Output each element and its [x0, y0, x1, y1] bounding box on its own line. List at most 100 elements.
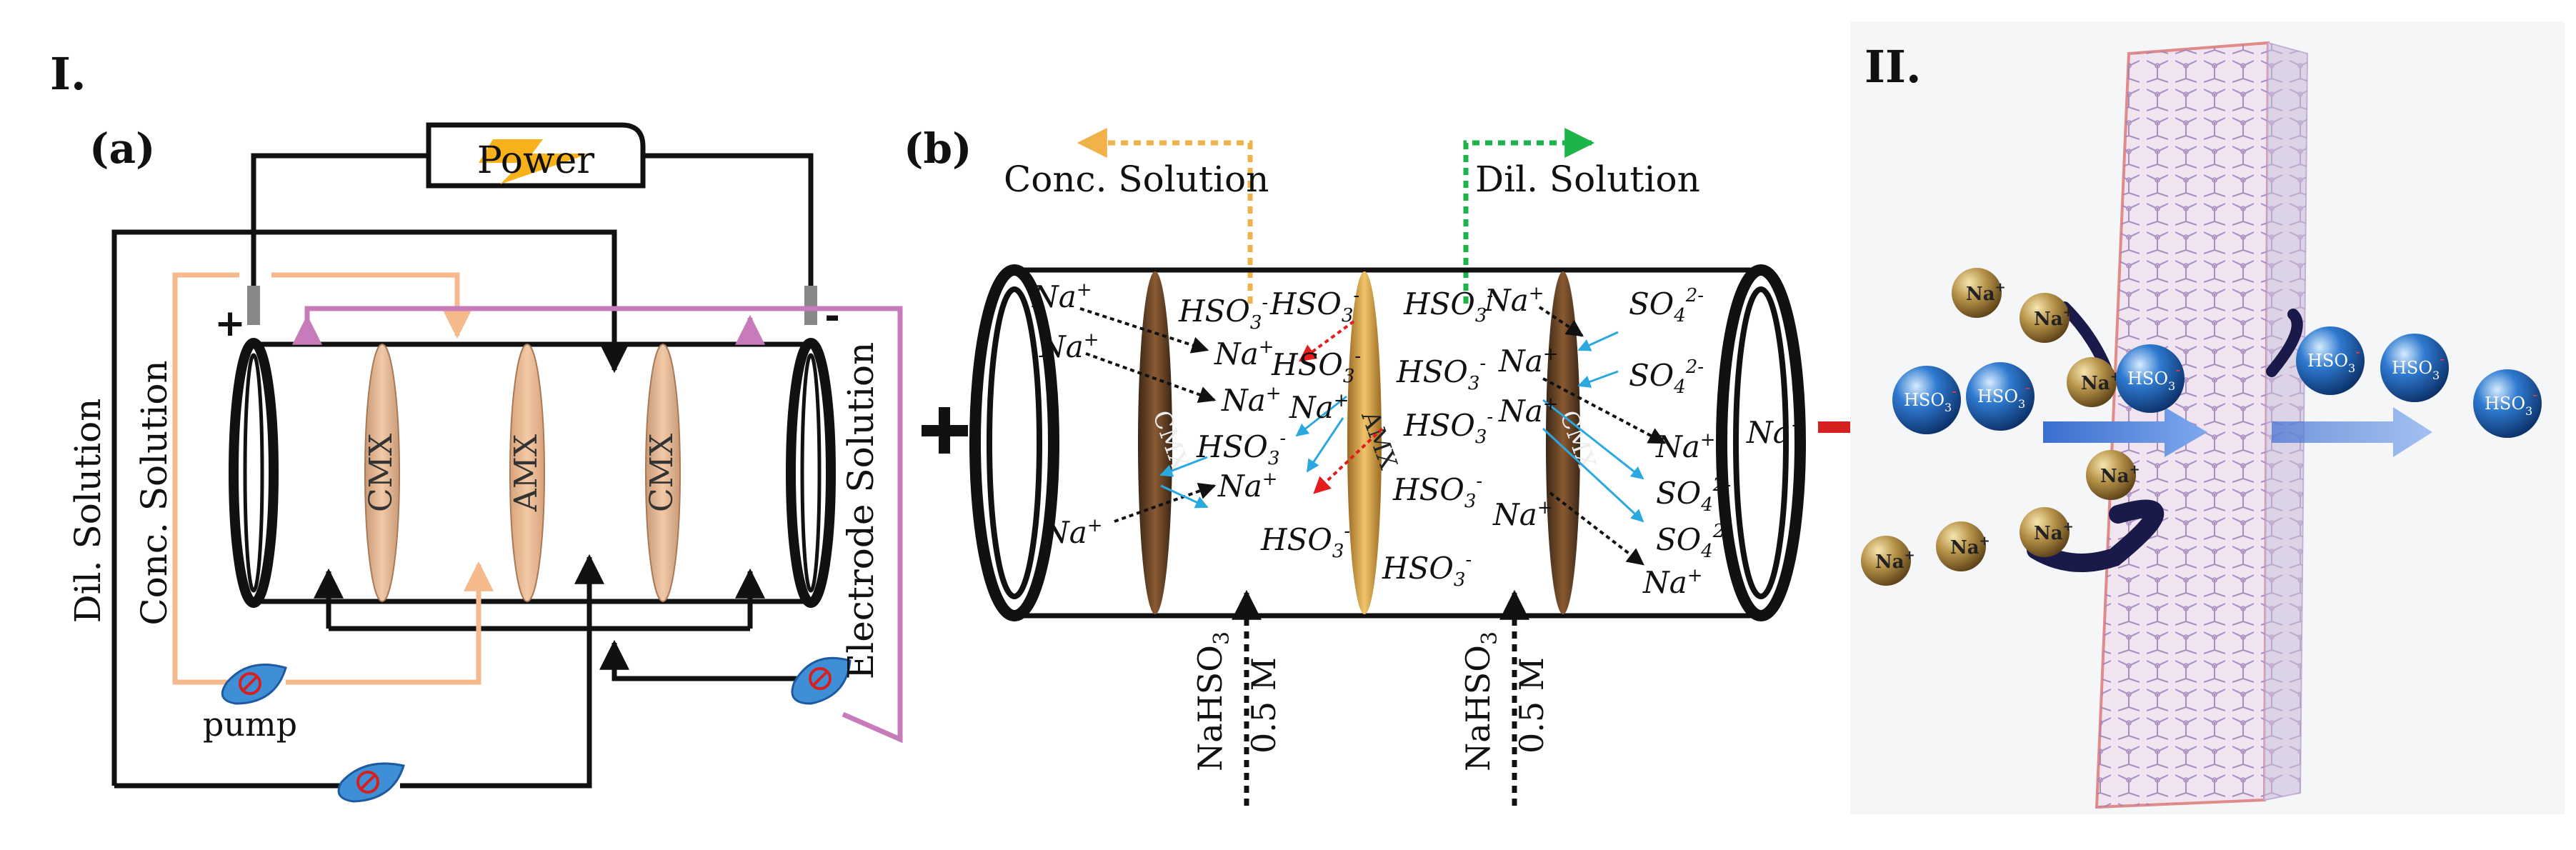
pump-electrode [791, 656, 852, 705]
subpanel-a: (a) Power + - CMX AMX [67, 122, 903, 803]
hso3-ball: HSO3- [2296, 326, 2365, 395]
subpanel-b: (b) Conc. Solution Dil. Solution CMX AMX… [904, 124, 1854, 806]
ed-cell [229, 338, 836, 608]
transport-arrow-out [2272, 407, 2432, 457]
ion-na: Na+ [1642, 565, 1703, 600]
dil-loop-in [400, 554, 604, 789]
na-ball: Na+ [2020, 507, 2074, 557]
pump-conc [221, 664, 287, 705]
svg-text:HSO3-: HSO3- [1904, 382, 1957, 414]
ion-na: Na+ [1039, 329, 1099, 364]
membrane-cmx-1: CMX [363, 344, 400, 602]
right-electrode [786, 338, 836, 608]
power-wire-positive [251, 153, 429, 289]
dil-outlet-label: Dil. Solution [1475, 159, 1700, 200]
ion-so4: SO42- [1656, 521, 1731, 562]
panel-II: II. Na+ Na+ Na+ Na+ Na+ Na+ Na+ HSO3- HS… [1850, 21, 2565, 814]
svg-text:CMX: CMX [644, 433, 680, 512]
na-ball: Na+ [1936, 521, 1990, 571]
dil-outlet-arrow [1463, 128, 1595, 304]
conc-loop [172, 272, 239, 685]
ion-na: Na+ [1746, 415, 1807, 450]
cathode-terminal [804, 286, 817, 325]
subpanel-a-label: (a) [89, 124, 155, 173]
panel-I-label: I. [50, 48, 86, 100]
feed-1-formula: NaHSO3 [1191, 631, 1234, 771]
svg-text:Na+: Na+ [1950, 534, 1990, 559]
hso3-ball: HSO3- [2116, 344, 2185, 413]
na-ball: Na+ [2086, 450, 2140, 500]
svg-text:HSO3-: HSO3- [2485, 386, 2537, 418]
ion-hso3: HSO3- [1403, 285, 1493, 326]
ion-na: Na+ [1289, 390, 1349, 425]
pump-label: pump [203, 705, 297, 744]
electrode-solution-label: Electrode Solution [840, 342, 882, 680]
ion-arrows [1079, 306, 1667, 566]
ion-hso3: HSO3- [1392, 471, 1482, 512]
cathode-minus-sign: - [824, 295, 840, 338]
svg-text:HSO3-: HSO3- [2127, 361, 2180, 393]
transport-arrow-in [2043, 407, 2207, 457]
svg-text:HSO3-: HSO3- [2392, 350, 2445, 382]
ion-na: Na+ [1042, 515, 1103, 550]
ion-hso3: HSO3- [1271, 346, 1361, 387]
pump-dil [337, 762, 405, 803]
na-ball: Na+ [2020, 293, 2074, 343]
svg-text:Na+: Na+ [2034, 519, 2074, 544]
subpanel-b-label: (b) [904, 124, 972, 173]
svg-text:HSO3-: HSO3- [2307, 343, 2360, 375]
hso3-ball: HSO3- [2380, 334, 2449, 402]
power-wire-negative [643, 153, 814, 289]
hso3-ball: HSO3- [1966, 362, 2035, 431]
ion-na: Na+ [1492, 497, 1553, 532]
svg-text:Na+: Na+ [1875, 548, 1915, 573]
dil-loop-out [111, 229, 629, 786]
lightning-icon [479, 139, 589, 184]
power-supply: Power [426, 122, 646, 189]
na-rejection-arrow [2027, 499, 2164, 572]
ion-hso3: HSO3- [1396, 353, 1486, 394]
feed-1-conc: 0.5 M [1244, 657, 1283, 754]
feed-2-conc: 0.5 M [1512, 657, 1551, 754]
svg-text:Na+: Na+ [2100, 462, 2140, 487]
hso3-ball: HSO3- [2473, 369, 2542, 438]
ion-na: Na+ [1498, 344, 1559, 379]
feed-2-formula: NaHSO3 [1459, 631, 1502, 771]
ion-na: Na+ [1484, 283, 1544, 318]
svg-text:Na+: Na+ [1966, 280, 2006, 305]
ion-na: Na+ [1217, 469, 1278, 504]
ion-hso3: HSO3- [1382, 549, 1472, 591]
ion-na: Na+ [1214, 336, 1274, 371]
ion-so4: SO42- [1629, 285, 1704, 326]
ion-so4: SO42- [1656, 474, 1731, 516]
svg-text:CMX: CMX [363, 433, 399, 512]
ion-hso3: HSO3- [1196, 428, 1286, 469]
b-minus-sign [1818, 421, 1854, 433]
svg-text:AMX: AMX [508, 434, 544, 512]
ion-hso3: HSO3- [1260, 521, 1350, 562]
ion-na: Na+ [1032, 279, 1092, 314]
na-ball: Na+ [1952, 268, 2006, 318]
ion-na: Na+ [1221, 383, 1282, 418]
b-membrane-cmx-1: CMX [1138, 271, 1194, 614]
membrane-cmx-2: CMX [644, 344, 681, 602]
svg-text:HSO3-: HSO3- [1977, 379, 2030, 411]
ion-na: Na+ [1498, 394, 1559, 429]
conc-outlet-arrow [1077, 128, 1253, 304]
hso3-ions: HSO3- HSO3- HSO3- HSO3- HSO3- HSO3- [1892, 326, 2542, 438]
na-ball: Na+ [1861, 536, 1915, 586]
membrane-amx: AMX [508, 344, 545, 602]
hso3-ball: HSO3- [1892, 366, 1961, 434]
conc-outlet-label: Conc. Solution [1004, 159, 1269, 200]
ion-labels: Na+ Na+ Na+ Na+ Na+ Na+ Na+ Na+ Na+ Na+ … [1032, 279, 1807, 600]
left-electrode [229, 338, 279, 608]
panel-II-label: II. [1864, 41, 1922, 93]
svg-text:Na+: Na+ [2034, 305, 2074, 330]
ion-so4: SO42- [1629, 356, 1704, 398]
conc-solution-label: Conc. Solution [134, 360, 175, 625]
power-label: Power [477, 139, 594, 182]
anode-terminal [247, 286, 260, 325]
b-membrane-cmx-2: CMX [1546, 271, 1602, 614]
